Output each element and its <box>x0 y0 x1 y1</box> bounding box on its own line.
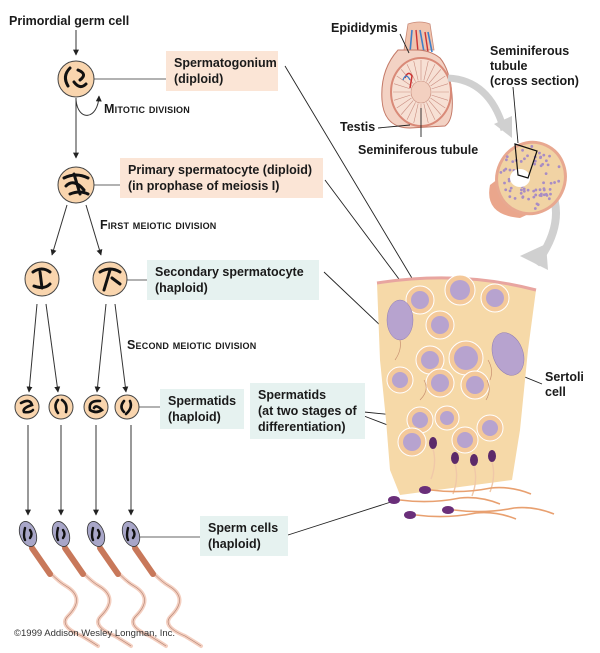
spermatid-head <box>488 450 496 462</box>
secondary-spermatocyte-ploidy: (haploid) <box>155 280 311 296</box>
cell-spermatid-3 <box>84 395 108 419</box>
sperm-cells-name: Sperm cells <box>208 520 280 536</box>
germ-cell <box>481 284 509 312</box>
germ-cell <box>449 341 483 375</box>
spermatid-head <box>429 437 437 449</box>
germ-cell <box>426 369 454 397</box>
tissue-wedge <box>377 275 536 496</box>
primary-spermatocyte-box: Primary spermatocyte (diploid) (in proph… <box>120 158 323 198</box>
sperm-cells-ploidy: (haploid) <box>208 536 280 552</box>
primary-spermatocyte-name: Primary spermatocyte (diploid) <box>128 162 315 178</box>
spermatogonium-name: Spermatogonium <box>174 55 270 71</box>
secondary-spermatocyte-box: Secondary spermatocyte (haploid) <box>147 260 319 300</box>
cell-spermatid-1 <box>15 395 39 419</box>
spermatogonium-ploidy: (diploid) <box>174 71 270 87</box>
spermatids-name: Spermatids <box>168 393 236 409</box>
cell-spermatid-2 <box>49 395 73 419</box>
germ-cell <box>445 275 475 305</box>
cell-spermatogonium <box>58 61 94 97</box>
sertoli-cell-label: Sertoli cell <box>545 370 584 400</box>
spermatids-box: Spermatids (haploid) <box>160 389 244 429</box>
germ-cell <box>426 311 454 339</box>
primary-spermatocyte-note: (in prophase of meiosis I) <box>128 178 315 194</box>
cell-secondary-spermatocyte-right <box>93 262 127 296</box>
cross-section-line2: tubule <box>490 59 579 74</box>
spermatids-ploidy: (haploid) <box>168 409 236 425</box>
germ-cell <box>387 367 413 393</box>
cross-section-line1: Seminiferous <box>490 44 579 59</box>
copyright: ©1999 Addison Wesley Longman, Inc. <box>14 628 175 639</box>
testis-illustration <box>382 22 453 128</box>
first-meiotic-division-label: First meiotic division <box>100 218 217 233</box>
seminiferous-tubule-label: Seminiferous tubule <box>358 143 478 158</box>
germ-cell <box>477 415 503 441</box>
released-sperm-cell <box>404 511 516 519</box>
mitotic-division-label: Mitotic division <box>104 102 190 117</box>
cell-spermatid-4 <box>115 395 139 419</box>
epididymis-label: Epididymis <box>331 21 398 36</box>
sertoli-line2: cell <box>545 385 584 400</box>
spermatids-stages-name: Spermatids <box>258 387 357 403</box>
arrow-to-secondary-left <box>52 205 67 255</box>
germ-cell <box>435 406 459 430</box>
sertoli-line1: Sertoli <box>545 370 584 385</box>
germ-cell <box>398 428 426 456</box>
cross-section-label: Seminiferous tubule (cross section) <box>490 44 579 89</box>
mitotic-loop-arrow <box>76 96 99 115</box>
cell-primary-spermatocyte <box>58 167 94 203</box>
spermatids-stages-box: Spermatids (at two stages of differentia… <box>250 383 365 439</box>
cross-section-line3: (cross section) <box>490 74 579 89</box>
second-meiotic-division-label: Second meiotic division <box>127 338 256 353</box>
secondary-spermatocyte-name: Secondary spermatocyte <box>155 264 311 280</box>
spermatids-stages-line2: (at two stages of <box>258 403 357 419</box>
germ-cell <box>452 427 478 453</box>
tubule-cross-section <box>485 131 577 225</box>
spermatid-head <box>451 452 459 464</box>
germ-cell <box>461 371 489 399</box>
sperm-cells-box: Sperm cells (haploid) <box>200 516 288 556</box>
arrow-to-secondary-right <box>86 205 101 255</box>
released-sperm-cell <box>442 506 554 514</box>
spermatids-stages-line3: differentiation) <box>258 419 357 435</box>
testis-label: Testis <box>340 120 375 135</box>
sperm-cells <box>16 519 201 646</box>
released-sperm-cell <box>388 496 500 504</box>
cell-secondary-spermatocyte-left <box>25 262 59 296</box>
spermatid-head <box>470 454 478 466</box>
connector-lines <box>94 79 200 537</box>
spermatogonium-box: Spermatogonium (diploid) <box>166 51 278 91</box>
primordial-germ-cell-label: Primordial germ cell <box>9 14 129 29</box>
